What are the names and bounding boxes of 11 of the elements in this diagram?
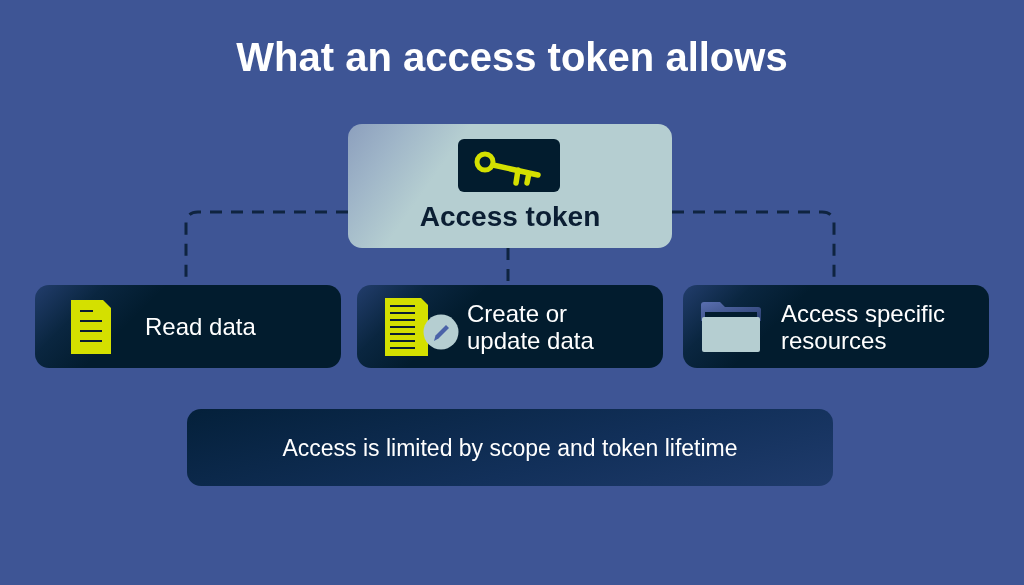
permission-card	[35, 285, 341, 368]
node-title: Access token	[418, 200, 602, 234]
permission-card	[683, 285, 989, 368]
note-banner	[187, 409, 833, 486]
node-label: Create or update data	[467, 299, 595, 354]
node-label: Read data	[145, 313, 256, 340]
node-label: Access specific resources	[781, 299, 947, 354]
permission-card	[357, 285, 663, 368]
note-text: Access is limited by scope and token lifetime	[281, 433, 739, 462]
token-card	[348, 124, 672, 248]
diagram-title: What an access token allows	[236, 34, 788, 81]
